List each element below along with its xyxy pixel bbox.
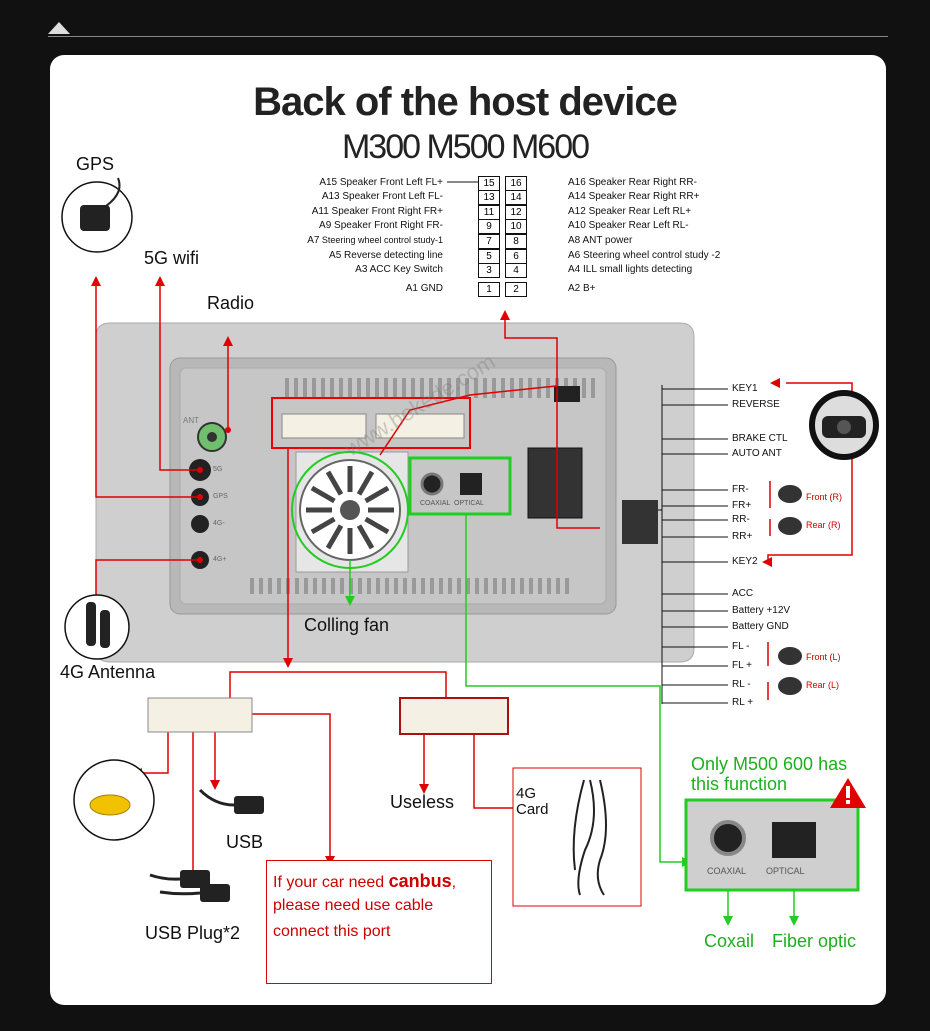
usb-plug-icon: [180, 870, 210, 888]
pin-box-3: 3: [478, 263, 500, 278]
side-port-2: 4G-: [213, 520, 225, 527]
wifi-label: 5G wifi: [144, 248, 200, 268]
only-m500-label-2: this function: [691, 774, 788, 794]
pin-box-1: 1: [478, 282, 500, 297]
useless-label: Useless: [390, 792, 455, 812]
usb-label: USB: [226, 832, 264, 852]
pin-left-13: A13 Speaker Front Left FL-: [321, 191, 443, 202]
canbus-line-3: connect this port: [273, 923, 391, 940]
pin-left-7: A7 Steering wheel control study-1: [307, 235, 443, 246]
pin-right-2: A2 B+: [568, 283, 596, 294]
pin-left-9: A9 Speaker Front Right FR-: [319, 220, 443, 231]
gps-label: GPS: [76, 154, 115, 174]
radio-label: Radio: [207, 293, 255, 313]
optical-port-label: OPTICAL: [454, 500, 484, 507]
canbus-line-2: please need use cable: [273, 897, 434, 914]
pin-right-10: A10 Speaker Rear Left RL-: [568, 220, 689, 231]
4g-card-cable-icon: [572, 779, 607, 896]
coaxial-port-label: COAXIAL: [420, 500, 451, 507]
fiber-optic-label: Fiber optic: [772, 931, 857, 951]
pin-box-9: 9: [478, 219, 500, 234]
usb-icon: [234, 796, 264, 814]
usb-plug-label: USB Plug*2: [145, 923, 241, 943]
optical-detail-label: OPTICAL: [766, 866, 805, 876]
pin-left-1: A1 GND: [405, 283, 443, 294]
main-connector-highlight: [271, 397, 471, 449]
wire-8: KEY2: [732, 556, 758, 567]
wire-1: REVERSE: [732, 399, 780, 410]
pin-box-13: 13: [478, 190, 500, 205]
pin-right-8: A8 ANT power: [568, 235, 633, 246]
wire-9: ACC: [732, 588, 754, 599]
front-right-speaker: Front (R): [806, 492, 842, 502]
side-port-0: 5G: [213, 466, 223, 473]
steering-wheel-icon: [809, 390, 879, 460]
4g-minus-port: [191, 515, 209, 533]
wire-4: FR-: [732, 484, 749, 495]
pin-box-4: 4: [505, 263, 527, 278]
only-m500-label: Only M500 600 has: [691, 754, 848, 774]
collapse-triangle-icon[interactable]: [48, 22, 70, 34]
pin-left-15: A15 Speaker Front Left FL+: [319, 177, 443, 188]
wire-14: RL -: [732, 679, 751, 690]
coaxial-label: Coxail: [704, 931, 755, 951]
canbus-line-1: If your car need canbus,: [273, 871, 457, 891]
pin-right-4: A4 ILL small lights detecting: [568, 264, 693, 275]
pin-right-6: A6 Steering wheel control study -2: [568, 250, 721, 261]
fan-label: Colling fan: [304, 615, 390, 635]
gps-antenna-icon: [80, 205, 110, 231]
pin-right-14: A14 Speaker Rear Right RR+: [568, 191, 700, 202]
coaxial-detail-label: COAXIAL: [707, 866, 747, 876]
wire-7: RR+: [732, 531, 753, 542]
pin-box-7: 7: [478, 234, 500, 249]
pin-box-2: 2: [505, 282, 527, 297]
useless-harness-plug: [399, 697, 509, 735]
pin-box-8: 8: [505, 234, 527, 249]
antenna-label: 4G Antenna: [60, 662, 156, 682]
wire-5: FR+: [732, 500, 752, 511]
pin-right-12: A12 Speaker Rear Left RL+: [568, 206, 692, 217]
wire-13: FL +: [732, 660, 752, 671]
4g-card-label: 4G: [516, 785, 537, 802]
canbus-note-box: If your car need canbus, please need use…: [266, 860, 492, 984]
wire-0: KEY1: [732, 383, 758, 394]
aux-connector: [527, 447, 583, 519]
wire-12: FL -: [732, 641, 750, 652]
side-port-3: 4G+: [213, 556, 227, 563]
pin-box-15: 15: [478, 176, 500, 191]
wire-10: Battery +12V: [732, 605, 791, 616]
side-port-1: GPS: [213, 493, 228, 500]
wire-2: BRAKE CTL: [732, 433, 788, 444]
page-title: Back of the host device: [253, 80, 678, 124]
wiring-harness-plug: [622, 500, 658, 544]
pin-left-3: A3 ACC Key Switch: [355, 264, 443, 275]
ant-port-label: ANT: [183, 416, 199, 425]
wire-6: RR-: [732, 514, 750, 525]
pin-box-14: 14: [505, 190, 527, 205]
wire-15: RL +: [732, 697, 754, 708]
pin-left-5: A5 Reverse detecting line: [329, 250, 443, 261]
pin-right-16: A16 Speaker Rear Right RR-: [568, 177, 697, 188]
wire-11: Battery GND: [732, 621, 789, 632]
4g-card-label-2: Card: [516, 801, 549, 818]
pin-left-11: A11 Speaker Front Right FR+: [311, 206, 443, 217]
wire-3: AUTO ANT: [732, 448, 782, 459]
top-divider: [48, 18, 888, 37]
front-left-speaker: Front (L): [806, 652, 841, 662]
page-subtitle: M300 M500 M600: [341, 128, 590, 166]
4g-antenna-icon: [86, 602, 96, 646]
rear-right-speaker: Rear (R): [806, 520, 841, 530]
rca-connector-icon: [89, 794, 131, 816]
pin-box-5: 5: [478, 249, 500, 264]
rear-left-speaker: Rear (L): [806, 680, 840, 690]
coax-optical-highlight: [408, 456, 512, 516]
usb-harness-plug: [147, 697, 253, 733]
pin-box-10: 10: [505, 219, 527, 234]
